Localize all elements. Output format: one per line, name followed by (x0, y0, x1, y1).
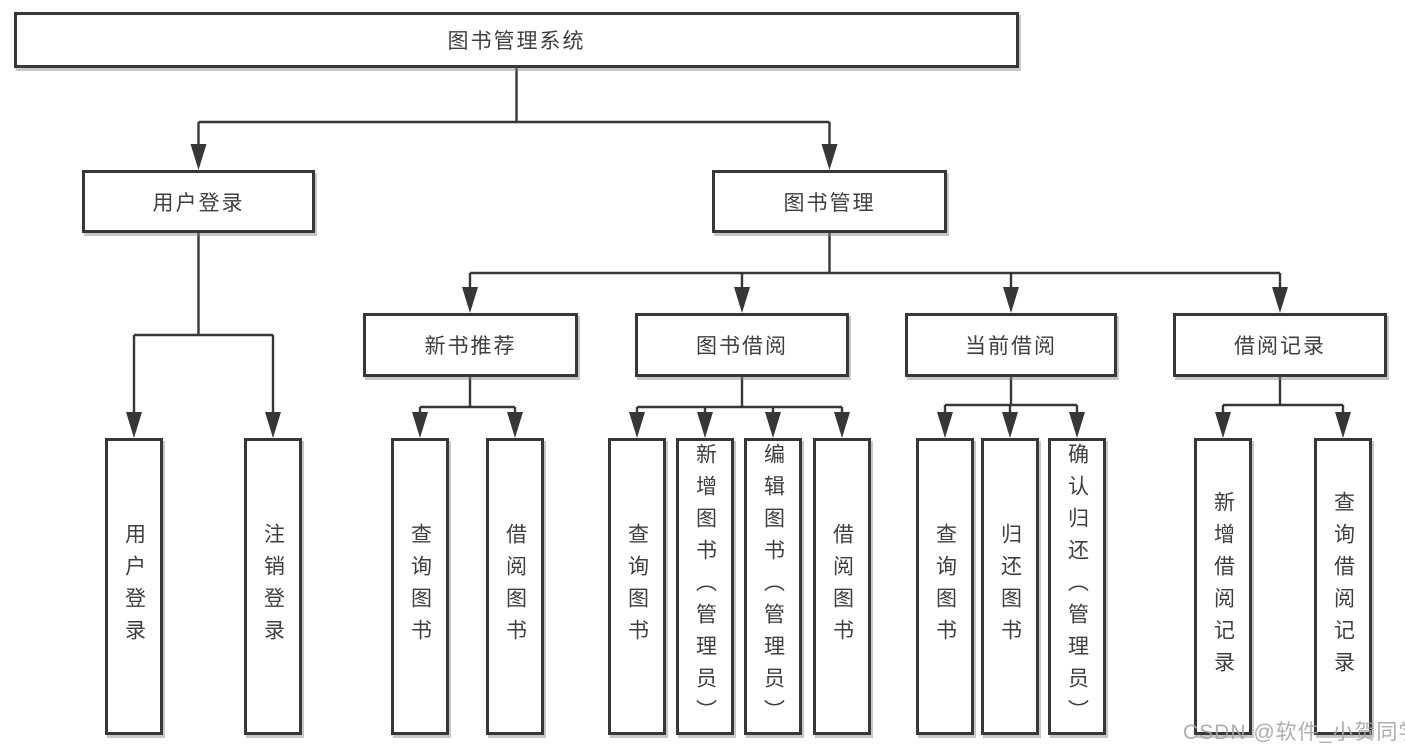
leaf-borrowing-add-books-admin: 新增图书（管理员） (676, 438, 734, 735)
node-library-management-system: 图书管理系统 (14, 12, 1019, 68)
leaf-current-query-books: 查询图书 (916, 438, 974, 735)
node-label: 借阅记录 (1234, 335, 1326, 358)
leaf-borrowing-borrow-books: 借阅图书 (813, 438, 871, 735)
leaf-borrowing-edit-books-admin: 编辑图书（管理员） (744, 438, 802, 735)
leaf-label: 归还图书 (998, 522, 1022, 651)
leaf-recommend-borrow-books: 借阅图书 (486, 438, 544, 735)
node-current-borrowing: 当前借阅 (905, 313, 1117, 377)
leaf-label: 新增图书（管理员） (693, 442, 717, 731)
node-label: 当前借阅 (965, 335, 1057, 358)
node-label: 用户登录 (152, 191, 245, 215)
node-label: 图书借阅 (696, 335, 788, 358)
leaf-label: 用户登录 (122, 522, 146, 651)
leaf-label: 借阅图书 (503, 522, 527, 651)
leaf-logout: 注销登录 (244, 438, 302, 735)
node-label: 图书管理 (783, 191, 876, 215)
leaf-label: 借阅图书 (830, 522, 854, 651)
leaf-current-return-books: 归还图书 (981, 438, 1039, 735)
node-label: 图书管理系统 (447, 30, 586, 53)
leaf-label: 查询图书 (625, 522, 649, 651)
leaf-label: 查询借阅记录 (1331, 490, 1355, 683)
leaf-records-add-borrow-record: 新增借阅记录 (1194, 438, 1252, 735)
node-new-book-recommendation: 新书推荐 (363, 313, 578, 377)
leaf-current-confirm-return-admin: 确认归还（管理员） (1048, 438, 1106, 735)
leaf-recommend-query-books: 查询图书 (391, 438, 449, 735)
leaf-user-login: 用户登录 (105, 438, 163, 735)
node-borrowing-records: 借阅记录 (1173, 313, 1387, 377)
leaf-label: 确认归还（管理员） (1065, 442, 1089, 731)
watermark-text: CSDN @软件_小贺同学 (1183, 721, 1405, 744)
leaf-label: 查询图书 (933, 522, 957, 651)
node-book-management: 图书管理 (712, 170, 947, 233)
node-book-borrowing: 图书借阅 (635, 313, 849, 377)
leaf-borrowing-query-books: 查询图书 (608, 438, 666, 735)
leaf-label: 新增借阅记录 (1211, 490, 1235, 683)
leaf-label: 注销登录 (261, 522, 285, 651)
leaf-label: 编辑图书（管理员） (761, 442, 785, 731)
leaf-label: 查询图书 (408, 522, 432, 651)
node-user-login: 用户登录 (82, 170, 315, 233)
leaf-records-query-borrow-record: 查询借阅记录 (1314, 438, 1372, 735)
node-label: 新书推荐 (424, 335, 517, 358)
arrowhead-icons (126, 144, 1351, 438)
